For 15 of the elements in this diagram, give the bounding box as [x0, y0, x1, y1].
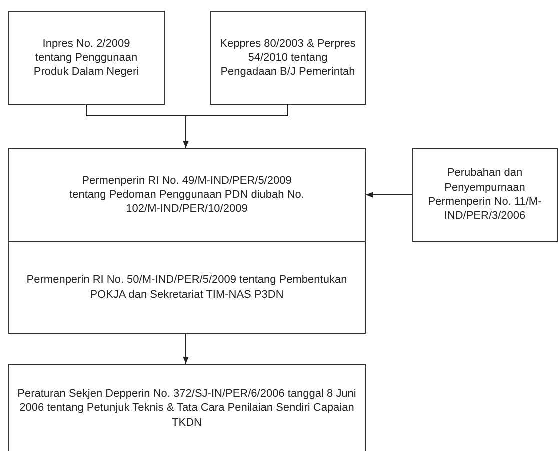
node-text: Peraturan Sekjen Depperin No. 372/SJ-IN/PER/6/2006 tanggal 8 Juni 2006 tentang Petunjuk Teknis & Tata Cara Penilaian Sendiri Capaian TKDN	[16, 387, 358, 430]
document-box	[8, 11, 165, 105]
arrow	[183, 334, 189, 364]
document-box	[210, 11, 366, 105]
document-box	[8, 148, 366, 242]
arrow	[366, 192, 412, 198]
node-text: Permenperin RI No. 49/M-IND/PER/5/2009 tentang Pedoman Penggunaan PDN diubah No. 102/M-IND/PER/10/2009	[68, 174, 306, 216]
node-text: Permenperin RI No. 50/M-IND/PER/5/2009 tentang Pembentukan POKJA dan Sekretariat TIM-NAS P3DN	[26, 273, 348, 302]
node-text: Perubahan dan Penyempurnaan Permenperin No. 11/M-IND/PER/3/2006	[427, 166, 543, 224]
document-box	[412, 148, 558, 242]
document-box	[8, 364, 366, 451]
node-text: Inpres No. 2/2009 tentang Penggunaan Produk Dalam Negeri	[32, 36, 140, 80]
node-text: Keppres 80/2003 & Perpres 54/2010 tentang Pengadaan B/J Pemerintah	[219, 36, 357, 80]
document-box	[8, 241, 366, 334]
arrow	[183, 104, 288, 148]
